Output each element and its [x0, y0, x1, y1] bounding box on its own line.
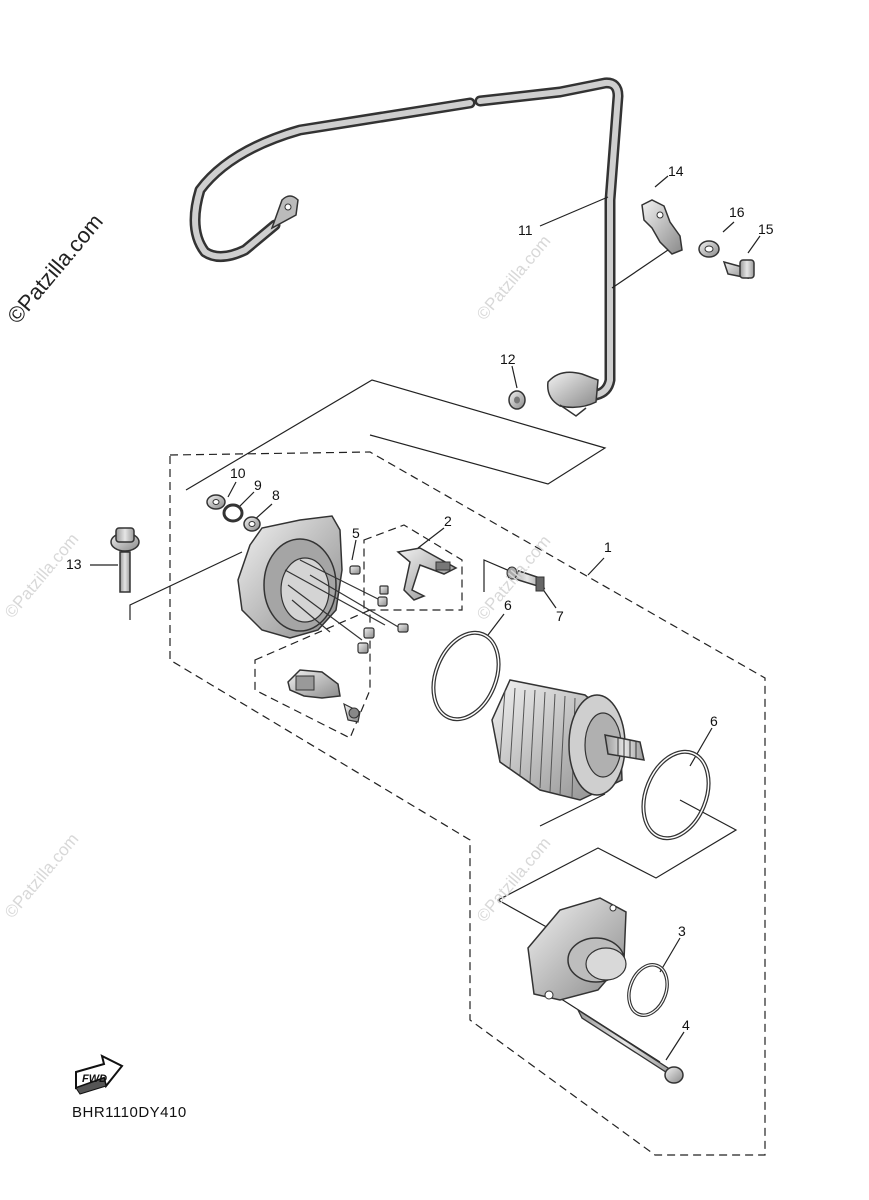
callout-14: 14: [668, 163, 684, 179]
rear-cover: [237, 515, 401, 641]
callout-11: 11: [518, 222, 533, 238]
callout-7: 7: [556, 608, 564, 624]
callout-2: 2: [444, 513, 452, 529]
nut: [508, 390, 526, 410]
diagram-code: BHR1110DY410: [72, 1104, 187, 1121]
brush-holder-plate: [396, 547, 458, 601]
callout-6-upper: 6: [504, 597, 512, 613]
leader-lines: [90, 175, 761, 1063]
callout-8: 8: [272, 487, 280, 503]
flange-bolt: [722, 259, 755, 279]
callout-labels: 1 2 3 4 5 6 6 7 8 9 10 11 12 13 14 15 16: [66, 163, 774, 1033]
callout-16: 16: [729, 204, 745, 220]
callout-5: 5: [352, 525, 360, 541]
callout-13: 13: [66, 556, 82, 572]
o-ring: [431, 630, 501, 722]
terminal-plate: [287, 669, 361, 723]
fwd-label: FWD: [82, 1073, 107, 1085]
assembly-boundary: [169, 451, 766, 1156]
callout-1: 1: [604, 539, 612, 555]
pin: [506, 566, 546, 592]
callout-15: 15: [758, 221, 774, 237]
through-bolt: [576, 1008, 684, 1084]
long-bolt: [110, 527, 140, 593]
callout-6-lower: 6: [710, 713, 718, 729]
fwd-arrow-icon: FWD: [75, 1054, 124, 1095]
callout-3: 3: [678, 923, 686, 939]
cable-terminal-boot: [547, 371, 599, 417]
brush-parts: [349, 565, 409, 654]
washer: [698, 240, 720, 258]
starter-armature: [491, 679, 645, 801]
starter-cable: [189, 77, 624, 417]
callout-12: 12: [500, 351, 516, 367]
callout-4: 4: [682, 1017, 690, 1033]
small-o-ring: [627, 963, 669, 1017]
o-ring-lower: [641, 749, 711, 841]
front-cover: [527, 897, 627, 1001]
callout-9: 9: [254, 477, 262, 493]
washer-set: [206, 494, 261, 532]
callout-10: 10: [230, 465, 246, 481]
cable-bracket: [641, 199, 683, 255]
